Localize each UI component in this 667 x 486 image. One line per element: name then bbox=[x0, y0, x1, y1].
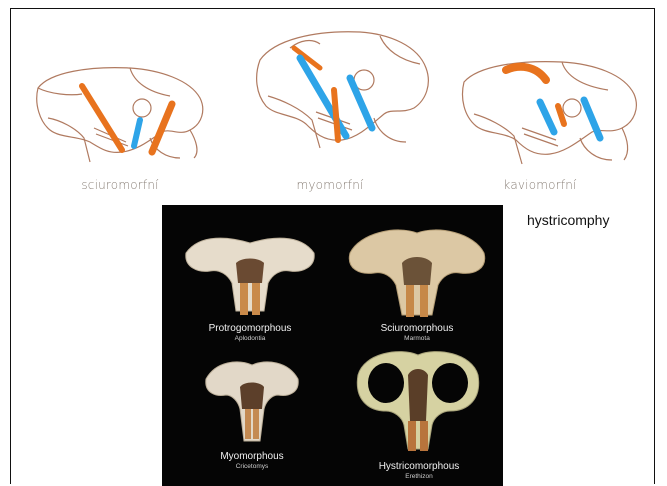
sciuromorphous-skull-photo bbox=[342, 219, 492, 325]
protrogomorphous-skull-photo bbox=[180, 223, 320, 323]
hystricomorphous-skull-photo bbox=[350, 345, 486, 457]
skull-photo-panel: Protrogomorphous Aplodontia Sciuromorpho… bbox=[162, 205, 503, 486]
diagram-caption-sciuromorph: sciuromorfní bbox=[70, 178, 170, 192]
photo-subtitle-erethizon: Erethizon bbox=[405, 473, 432, 480]
diagram-caption-caviomorph: kaviomorfní bbox=[490, 178, 590, 192]
photo-subtitle-cricetomys: Cricetomys bbox=[236, 463, 269, 470]
photo-title-sciuromorphous: Sciuromorphous bbox=[381, 323, 454, 334]
sciuromorph-skull-diagram bbox=[30, 58, 215, 173]
photo-title-myomorphous: Myomorphous bbox=[220, 451, 283, 462]
myomorphous-skull-photo bbox=[202, 353, 302, 453]
photo-title-protrogomorphous: Protrogomorphous bbox=[209, 323, 292, 334]
hystricomorph-label: hystricomphy bbox=[527, 212, 609, 228]
diagram-caption-myomorph: myomorfní bbox=[280, 178, 380, 192]
myomorph-skull-diagram bbox=[250, 20, 435, 170]
caviomorph-skull-diagram bbox=[458, 52, 648, 177]
photo-title-hystricomorphous: Hystricomorphous bbox=[379, 461, 460, 472]
photo-subtitle-aplodontia: Aplodontia bbox=[235, 335, 266, 342]
photo-subtitle-marmota: Marmota bbox=[404, 335, 430, 342]
